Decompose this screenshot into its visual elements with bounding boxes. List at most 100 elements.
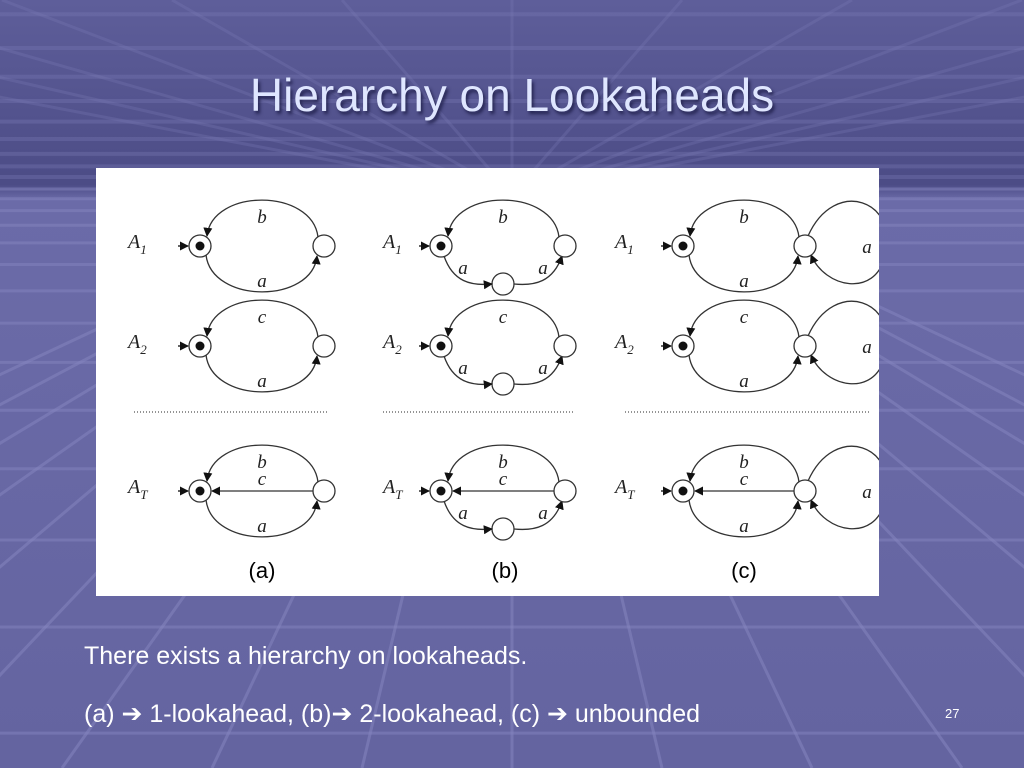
automaton-label: A2	[613, 331, 634, 357]
transition-edge	[807, 200, 879, 285]
right-arrow-icon: ➔	[331, 699, 353, 728]
edge-label: a	[538, 258, 548, 279]
edge-label: a	[458, 358, 468, 379]
state	[553, 334, 577, 358]
initial-state-dot	[195, 486, 205, 496]
panel-caption: (b)	[492, 558, 519, 583]
initial-state-dot	[678, 486, 688, 496]
initial-state-dot	[195, 341, 205, 351]
automaton-label: AT	[126, 476, 148, 502]
initial-state-dot	[195, 241, 205, 251]
edge-label: a	[862, 482, 872, 503]
line2-part-0: (a)	[84, 700, 122, 728]
automaton-subscript: 2	[627, 342, 634, 357]
state	[491, 517, 515, 541]
transition-edge	[513, 255, 564, 286]
automaton-subscript: 1	[395, 242, 402, 257]
automaton-label: A2	[381, 331, 402, 357]
state	[312, 479, 336, 503]
automaton-subscript: T	[140, 487, 148, 502]
grid-line	[1, 0, 471, 181]
transition-edge	[443, 355, 493, 390]
transition-edge	[444, 299, 560, 338]
edge-label: a	[739, 371, 749, 392]
edge-label: b	[498, 207, 508, 228]
edge-label: a	[257, 371, 267, 392]
transition-edge	[203, 444, 319, 483]
state	[491, 372, 515, 396]
automaton-subscript: 2	[140, 342, 147, 357]
automaton: A1 b a a	[381, 199, 577, 296]
automaton-label: A1	[381, 231, 402, 257]
grid-line	[0, 95, 429, 181]
initial-state-dot	[436, 241, 446, 251]
edge-label: b	[739, 452, 749, 473]
automaton-subscript: 2	[395, 342, 402, 357]
initial-state-dot	[678, 241, 688, 251]
edge-label: c	[499, 469, 508, 490]
transition-edge	[686, 199, 800, 238]
transition-edge	[513, 500, 564, 531]
automaton-label: A1	[613, 231, 634, 257]
edge-label: b	[257, 452, 267, 473]
line2-part-2: 1-lookahead, (b)	[142, 700, 332, 728]
transition-edge	[513, 355, 564, 386]
transition-edge	[203, 299, 319, 338]
transition-edge	[807, 445, 879, 530]
edge-label: a	[458, 258, 468, 279]
automaton-label: A2	[126, 331, 147, 357]
edge-label: b	[257, 207, 267, 228]
panel-caption: (a)	[249, 558, 276, 583]
state	[312, 234, 336, 258]
panel-caption: (c)	[731, 558, 757, 583]
transition-edge	[444, 199, 560, 238]
automaton: A2 c a	[126, 299, 336, 393]
line2-part-4: 2-lookahead, (c)	[352, 700, 547, 728]
body-text-line-2: (a) ➔ 1-lookahead, (b)➔ 2-lookahead, (c)…	[84, 699, 700, 729]
right-arrow-icon: ➔	[546, 699, 568, 728]
grid-line	[0, 46, 457, 181]
initial-state-dot	[436, 486, 446, 496]
transition-edge	[205, 499, 321, 538]
slide-title: Hierarchy on Lookaheads	[249, 69, 775, 121]
state	[312, 334, 336, 358]
transition-edge	[205, 354, 321, 393]
transition-edge	[686, 444, 800, 483]
transition-edge	[205, 254, 321, 293]
state	[793, 479, 817, 503]
state	[553, 234, 577, 258]
initial-state-dot	[678, 341, 688, 351]
transition-edge	[444, 444, 560, 483]
edge-label: a	[862, 237, 872, 258]
edge-label: a	[458, 503, 468, 524]
page-number: 27	[945, 706, 960, 721]
automaton-subscript: T	[627, 487, 635, 502]
state	[793, 334, 817, 358]
edge-label: c	[740, 307, 749, 328]
grid-line	[567, 46, 1024, 181]
initial-state-dot	[436, 341, 446, 351]
edge-label: a	[538, 503, 548, 524]
edge-label: a	[257, 271, 267, 292]
edge-label: c	[258, 307, 267, 328]
automaton-label: AT	[613, 476, 635, 502]
right-arrow-icon: ➔	[121, 699, 143, 728]
edge-label: c	[499, 307, 508, 328]
edge-label: a	[538, 358, 548, 379]
transition-edge	[443, 500, 493, 535]
edge-label: b	[739, 207, 749, 228]
edge-label: c	[258, 469, 267, 490]
edge-label: a	[739, 516, 749, 537]
grid-line	[595, 95, 1024, 181]
